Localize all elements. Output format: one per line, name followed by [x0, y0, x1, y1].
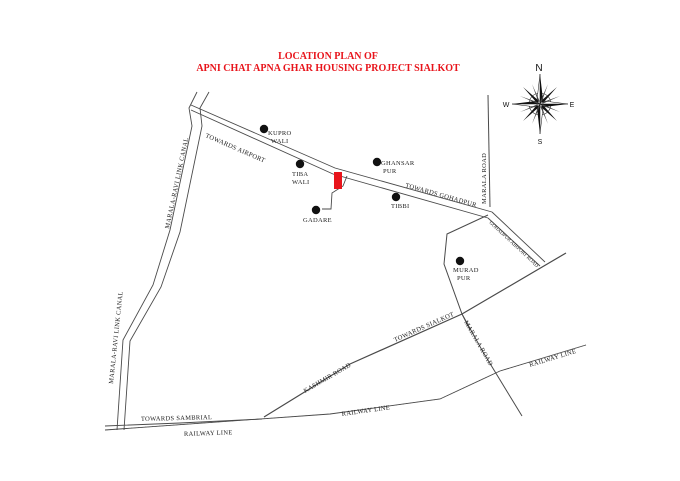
title-line-2: APNI CHAT APNA GHAR HOUSING PROJECT SIAL… — [196, 63, 460, 74]
canal — [116, 91, 210, 431]
compass-s-label: S — [538, 139, 543, 146]
compass-rose-icon: N S E W — [503, 63, 575, 146]
label-gohadpur-airport-road: GOHADPUR AIRPORT ROAD — [488, 221, 539, 269]
marker-gadare — [311, 205, 321, 215]
compass-e-label: E — [570, 102, 575, 109]
road-marala-upper — [487, 94, 491, 208]
label-gadare: GADARE — [303, 217, 332, 224]
marker-kupro-wali — [259, 124, 269, 134]
label-railway-line-right: RAILWAY LINE — [529, 348, 578, 369]
road-gohadpur-airport — [487, 211, 546, 267]
site-access-road — [322, 175, 348, 210]
marker-ghansar-pur — [372, 157, 382, 167]
road-kashmir-sialkot — [104, 252, 567, 427]
label-ghansar-pur-1: GHANSAR — [381, 160, 415, 167]
label-towards-sialkot: TOWARDS SIALKOT — [393, 311, 455, 344]
label-ghansar-pur-2: PUR — [383, 168, 397, 175]
label-towards-airport: TOWARDS AIRPORT — [204, 132, 266, 164]
label-kashmir-road: KASHMIR ROAD — [303, 362, 353, 395]
label-railway-line-left: RAILWAY LINE — [184, 429, 233, 438]
marker-tiba-wali — [295, 159, 305, 169]
label-kupro-wali-2: WALI — [271, 138, 288, 145]
compass-w-label: W — [503, 102, 510, 109]
label-murad-pur-1: MURAD — [453, 267, 479, 274]
label-tibbi: TIBBI — [391, 203, 409, 210]
marker-murad-pur — [455, 256, 465, 266]
label-towards-sambrial: TOWARDS SAMBRIAL — [141, 414, 212, 423]
label-kupro-wali-1: KUPRO — [268, 130, 292, 137]
road-marala-loop — [443, 214, 523, 417]
label-tiba-wali-2: WALI — [292, 179, 309, 186]
marker-tibbi — [391, 192, 401, 202]
label-murad-pur-2: PUR — [457, 275, 471, 282]
road-airport-gohadpur — [190, 104, 493, 219]
project-site-marker — [334, 172, 342, 189]
label-railway-line-mid: RAILWAY LINE — [341, 404, 390, 418]
label-canal-upper: MARALA-RAVI LINK CANAL — [164, 137, 190, 230]
label-canal-lower: MARALA-RAVI LINK CANAL — [108, 291, 125, 384]
compass-n-label: N — [535, 63, 542, 74]
label-tiba-wali-1: TIBA — [292, 171, 308, 178]
title-line-1: LOCATION PLAN OF — [278, 51, 378, 62]
label-marala-road-lower: MARALA ROAD — [462, 320, 494, 368]
railway-line — [104, 344, 587, 431]
label-marala-road-upper: MARALA ROAD — [481, 153, 488, 204]
